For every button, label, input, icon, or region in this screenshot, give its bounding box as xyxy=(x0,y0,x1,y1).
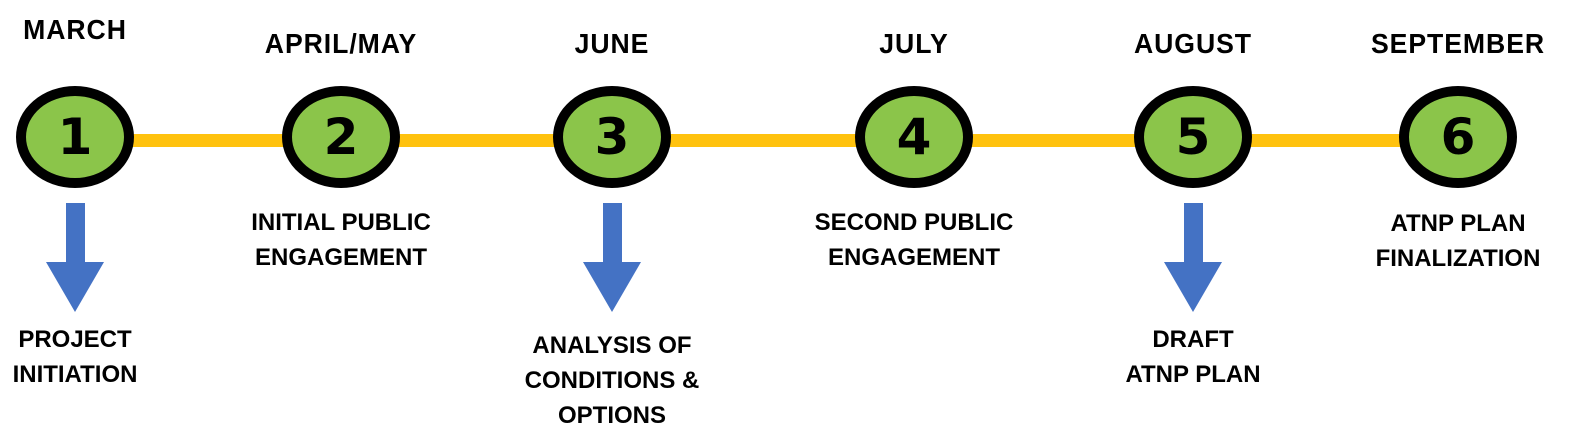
down-arrow-icon xyxy=(46,203,104,312)
stage-circle: 3 xyxy=(553,86,671,188)
month-label: JULY xyxy=(879,28,949,59)
stage-circle: 5 xyxy=(1134,86,1252,188)
arrow-head xyxy=(1164,262,1222,312)
month-label: AUGUST xyxy=(1133,28,1253,59)
arrow-head xyxy=(583,262,641,312)
month-label: MARCH xyxy=(23,14,127,45)
arrow-stem xyxy=(602,203,622,262)
timeline-stage-august: AUGUST 5 DRAFT ATNP PLAN xyxy=(1053,0,1333,437)
timeline-stage-march: MARCH 1 PROJECT INITIATION xyxy=(0,0,215,437)
stage-number: 3 xyxy=(594,108,630,166)
stage-label: DRAFT ATNP PLAN xyxy=(1125,326,1261,388)
stage-label: INITIAL PUBLIC ENGAGEMENT xyxy=(251,209,431,271)
stage-number: 6 xyxy=(1440,108,1476,166)
stage-number: 1 xyxy=(57,108,93,166)
arrow-stem xyxy=(1183,203,1203,262)
stage-circle: 6 xyxy=(1399,86,1517,188)
stage-label: PROJECT INITIATION xyxy=(12,326,138,388)
down-arrow-icon xyxy=(1164,203,1222,312)
stage-number: 2 xyxy=(323,108,359,166)
timeline-stage-june: JUNE 3 ANALYSIS OF CONDITIONS & OPTIONS xyxy=(472,0,752,437)
stage-label: ATNP PLAN FINALIZATION xyxy=(1375,210,1541,272)
arrow-stem xyxy=(65,203,85,262)
arrow-head xyxy=(46,262,104,312)
month-label: JUNE xyxy=(574,28,650,59)
timeline-stage-july: JULY 4 SECOND PUBLIC ENGAGEMENT xyxy=(774,0,1054,437)
stage-circle: 1 xyxy=(16,86,134,188)
stage-number: 5 xyxy=(1175,108,1211,166)
stage-circle: 2 xyxy=(282,86,400,188)
timeline-stage-september: SEPTEMBER 6 ATNP PLAN FINALIZATION xyxy=(1318,0,1579,437)
stage-label: ANALYSIS OF CONDITIONS & OPTIONS xyxy=(524,332,700,429)
month-label: APRIL/MAY xyxy=(264,28,418,59)
month-label: SEPTEMBER xyxy=(1370,28,1546,59)
stage-number: 4 xyxy=(896,108,932,166)
timeline-connector-line xyxy=(75,134,1460,147)
down-arrow-icon xyxy=(583,203,641,312)
stage-label: SECOND PUBLIC ENGAGEMENT xyxy=(814,209,1014,271)
stage-circle: 4 xyxy=(855,86,973,188)
timeline-stage-april-may: APRIL/MAY 2 INITIAL PUBLIC ENGAGEMENT xyxy=(201,0,481,437)
